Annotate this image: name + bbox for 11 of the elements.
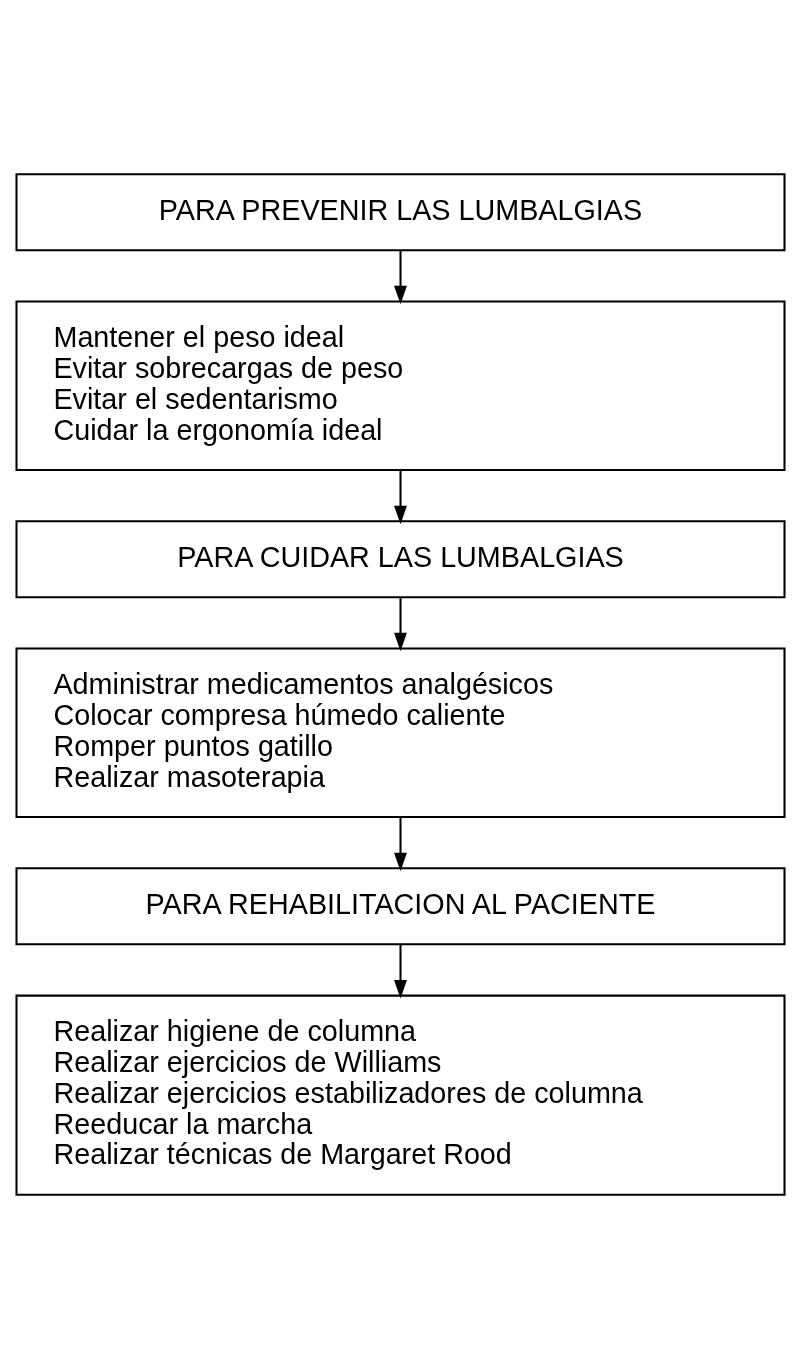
node-box: Realizar higiene de columna Realizar ejercicios de Williams Realizar ejercicios estabilizadores de columna Reeducar la marcha Realizar técnicas de Margaret Rood — [15, 994, 786, 1196]
node-box: PARA CUIDAR LAS LUMBALGIAS — [15, 519, 786, 598]
arrow — [394, 944, 407, 998]
node-box: Administrar medicamentos analgésicos Colocar compresa húmedo caliente Romper puntos gatillo Realizar masoterapia — [15, 647, 786, 818]
arrow — [394, 250, 407, 304]
arrow — [394, 817, 407, 871]
arrow — [394, 597, 407, 651]
node-box: PARA PREVENIR LAS LUMBALGIAS — [15, 172, 786, 251]
node-box: PARA REHABILITACION AL PACIENTE — [15, 866, 786, 945]
arrow — [394, 470, 407, 524]
node-box: Mantener el peso ideal Evitar sobrecargas de peso Evitar el sedentarismo Cuidar la ergonomía ideal — [15, 300, 786, 471]
